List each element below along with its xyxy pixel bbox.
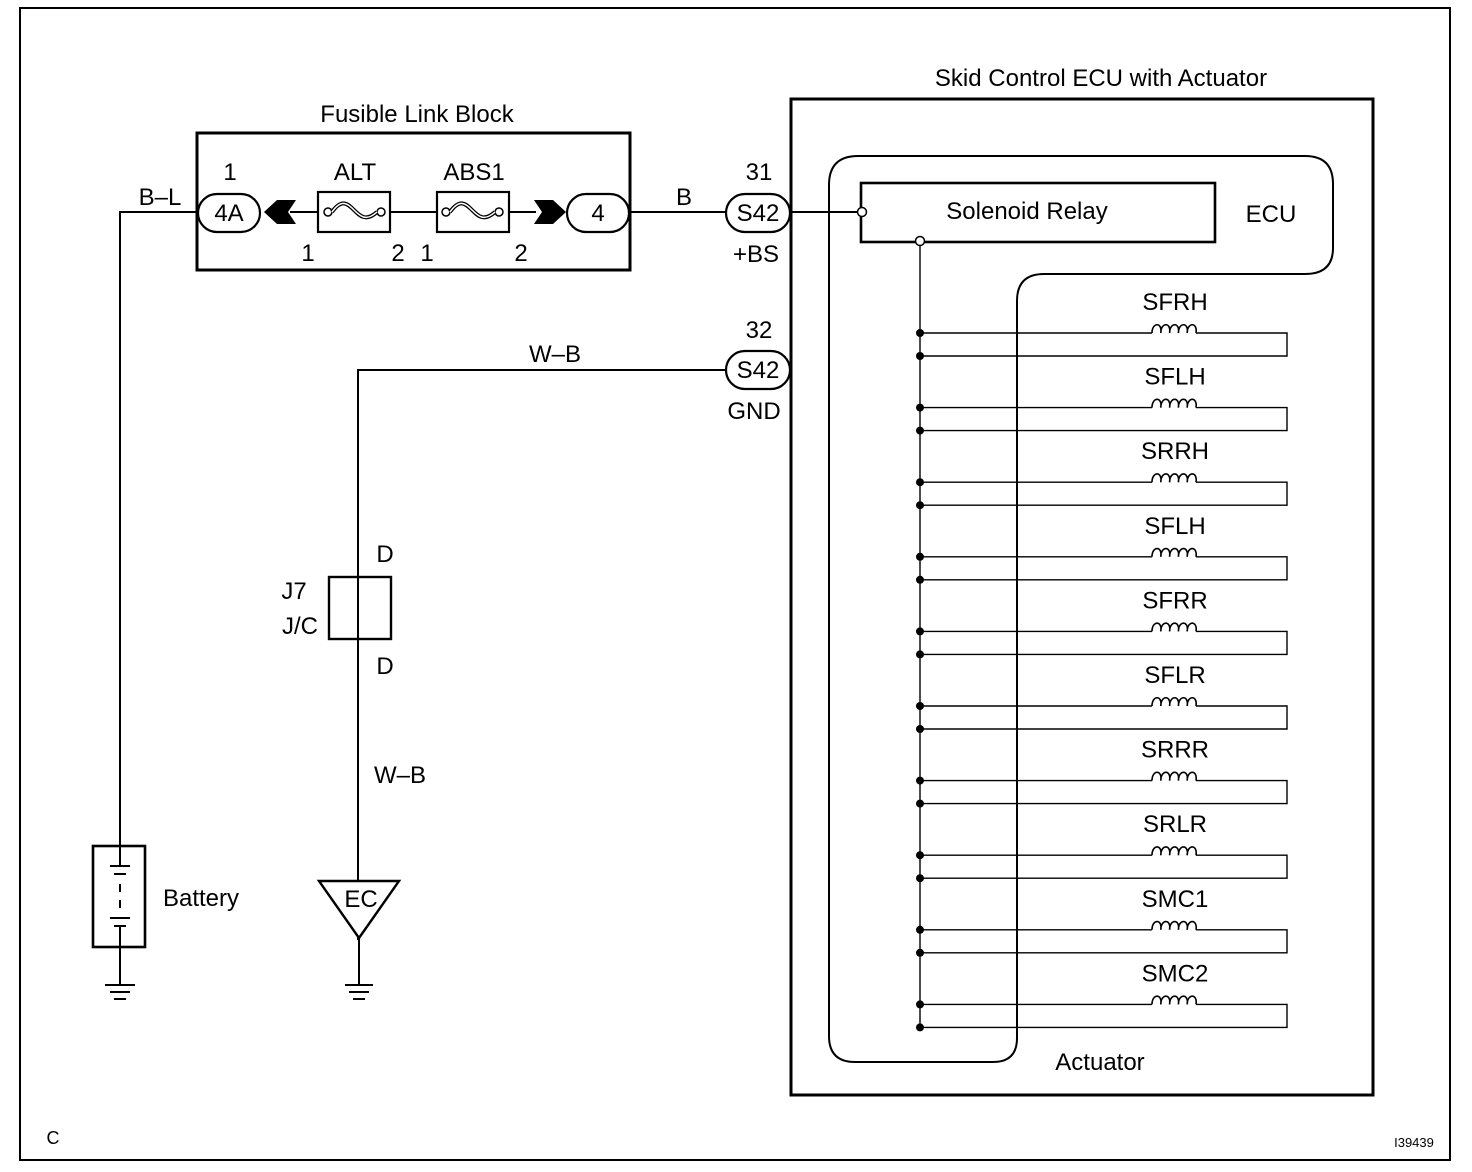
solenoid-coil-icon [1151, 696, 1197, 707]
solenoid-label: SRRR [1141, 737, 1209, 764]
solenoid-wire [920, 630, 1288, 656]
ecu-label: ECU [1246, 201, 1297, 228]
connector-4a [196, 192, 262, 234]
fuse-abs1-pin-right: 2 [514, 240, 527, 267]
solenoid-junction-dot [916, 426, 924, 435]
fusible-link-block-title: Fusible Link Block [320, 101, 514, 128]
solenoid-junction-dot [916, 725, 924, 733]
battery-label: Battery [163, 885, 239, 912]
solenoid-junction-dot [916, 1023, 924, 1032]
junction-pin-bottom: D [376, 653, 393, 680]
battery-feed-wire-color: B–L [139, 184, 182, 211]
solenoid-label: SFLH [1144, 513, 1205, 540]
solenoid-junction-dot [916, 478, 924, 487]
solenoid-junction-dot [916, 501, 924, 510]
solenoid-junction-dot [916, 925, 924, 934]
ground-point-ec [316, 879, 402, 941]
solenoid-label: SRRH [1141, 438, 1209, 465]
solenoid-wire [920, 705, 1288, 730]
diagram-frame [19, 7, 1451, 1161]
figure-id: I39439 [1394, 1135, 1434, 1150]
corner-code: C [47, 1128, 60, 1148]
s42-bs-label: S42 [737, 200, 780, 227]
solenoid-junction-dot [916, 650, 924, 659]
wire-b-color: B [676, 184, 692, 211]
solenoid-junction-dot [916, 799, 924, 808]
connector-4-label: 4 [591, 200, 604, 227]
s42-gnd-signal: GND [727, 398, 780, 425]
solenoid-wire [920, 332, 1288, 357]
solenoid-coil-icon [1151, 473, 1197, 483]
solenoid-wire [920, 481, 1288, 506]
s42-gnd-label: S42 [737, 357, 780, 384]
solenoid-junction-dot [916, 627, 924, 636]
solenoid-label: SMC1 [1142, 886, 1209, 913]
junction-name: J7 [281, 578, 306, 605]
junction-pin-top: D [376, 541, 393, 568]
solenoid-wire [920, 406, 1288, 432]
ground-wire-color-top: W–B [529, 341, 581, 368]
solenoid-label: SRLR [1143, 811, 1207, 838]
connector-4a-arrow [264, 200, 296, 224]
battery-feed-wire [119, 211, 198, 845]
solenoid-junction-dot [916, 552, 924, 561]
fuse-abs1-pin-left: 1 [420, 240, 433, 267]
solenoid-coil-icon [1151, 323, 1197, 334]
ecu-unit-box [789, 97, 1375, 1097]
s42-bs-pin: 31 [746, 159, 773, 186]
solenoid-relay-label: Solenoid Relay [946, 198, 1107, 225]
solenoid-label: SFLH [1144, 364, 1205, 391]
connector-4-arrow [534, 200, 566, 224]
solenoid-junction-dot [916, 851, 924, 860]
solenoid-junction-dot [916, 329, 924, 337]
solenoid-wire [920, 556, 1288, 581]
solenoid-label: SFRR [1142, 587, 1207, 614]
fusible-link-block-box [195, 131, 632, 272]
solenoid-coil-icon [1151, 995, 1197, 1005]
solenoid-wire [920, 779, 1288, 805]
solenoid-coil-icon [1151, 771, 1197, 781]
ec-ground-symbol [345, 938, 373, 1000]
solenoid-label: SFLR [1144, 662, 1205, 689]
solenoid-coil-icon [1151, 547, 1197, 557]
fuse-alt-pin-left: 1 [301, 240, 314, 267]
actuator-label: Actuator [1055, 1049, 1144, 1076]
ground-wire-color-bottom: W–B [374, 762, 426, 789]
solenoid-junction-dot [916, 352, 924, 360]
solenoid-junction-dot [916, 702, 924, 710]
s42-gnd-pin: 32 [746, 317, 773, 344]
fuse-alt-name: ALT [334, 159, 377, 186]
solenoid-junction-dot [916, 1000, 924, 1009]
s42-bs-signal: +BS [733, 241, 779, 268]
solenoid-coil-icon [1151, 920, 1197, 930]
connector-4a-pin: 1 [223, 159, 236, 186]
solenoid-coil-icon [1151, 846, 1197, 856]
solenoid-junction-dot [916, 874, 924, 883]
solenoid-junction-dot [916, 403, 924, 412]
junction-type: J/C [282, 613, 318, 640]
ground-point-ec-label: EC [344, 886, 377, 913]
fuse-abs1-name: ABS1 [443, 159, 504, 186]
ground-wire [357, 369, 726, 940]
ecu-region-outline [828, 155, 1334, 1063]
solenoid-junction-dot [916, 948, 924, 957]
solenoid-label: SFRH [1142, 289, 1207, 316]
connector-4a-label: 4A [214, 200, 243, 227]
solenoid-wire [920, 929, 1288, 954]
solenoid-junction-dot [916, 776, 924, 785]
solenoid-label: SMC2 [1142, 960, 1209, 987]
fuse-alt-pin-right: 2 [391, 240, 404, 267]
ecu-unit-title: Skid Control ECU with Actuator [935, 65, 1267, 92]
solenoid-coil-icon [1151, 398, 1197, 408]
battery-ground-symbol [105, 947, 135, 1000]
junction-j7 [327, 575, 393, 641]
solenoid-coil-icon [1151, 622, 1197, 632]
solenoid-wire [920, 1003, 1288, 1029]
solenoid-junction-dot [916, 575, 924, 584]
solenoid-wire [920, 854, 1288, 879]
